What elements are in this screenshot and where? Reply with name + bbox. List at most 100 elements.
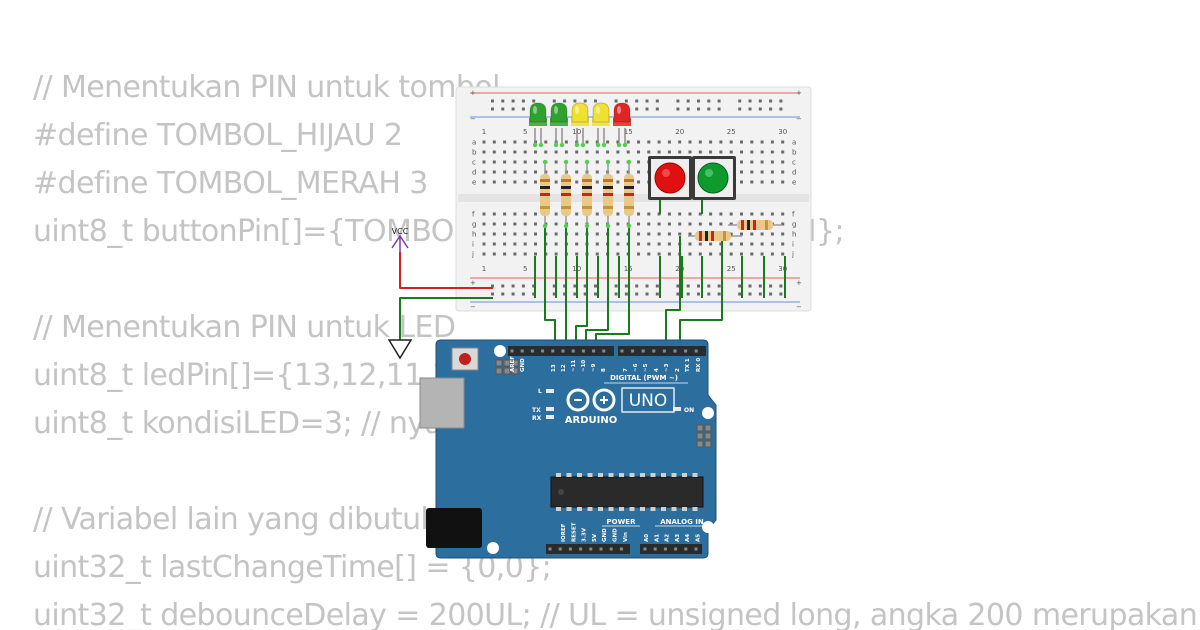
digital-pin-label: ~9 (591, 363, 597, 372)
icsp-header-right (696, 424, 712, 448)
power-pin-label: GND (613, 528, 619, 542)
breadboard-labels: 115510101515202025253030aabbccddeeffgghh… (470, 89, 802, 311)
row-letter: c (472, 159, 476, 167)
l-led-label: L (538, 388, 542, 395)
chip-pins (556, 473, 698, 511)
code-line-12: uint32_t debounceDelay = 200UL; // UL = … (33, 598, 1198, 630)
resistor-horizontal-2 (688, 231, 742, 241)
digital-pin-label: AREF (510, 356, 516, 372)
resistor-vertical (582, 159, 592, 229)
usb-port (419, 377, 465, 429)
rx-led-label: RX (532, 415, 542, 422)
power-pin-label: 3.3V (582, 527, 588, 542)
arduino-logo-icon (566, 388, 616, 412)
rail-plus-sign: + (796, 89, 802, 97)
digital-pin-label: ~11 (571, 360, 577, 372)
led-green (550, 102, 568, 148)
resistors (540, 159, 634, 229)
icsp-header-top (495, 359, 519, 375)
vcc-symbol: VCC (391, 227, 409, 252)
uno-model-text: UNO (629, 391, 668, 411)
row-letter: j (791, 251, 794, 259)
row-letter: b (472, 149, 477, 157)
row-letter: g (472, 221, 476, 229)
row-letter: j (471, 251, 474, 259)
resistor-horizontal-1 (728, 220, 782, 230)
row-letter: d (472, 169, 476, 177)
power-pin-label: IOREF (561, 523, 567, 542)
digital-pin-label: TX 1 (685, 358, 691, 372)
rail-plus-sign: + (470, 279, 476, 287)
digital-pin-label: 2 (675, 368, 681, 372)
code-line-2: #define TOMBOL_HIJAU 2 (33, 118, 403, 153)
column-number-bottom: 1 (482, 265, 486, 273)
resistor-vertical (603, 159, 613, 229)
atmega-chip (550, 476, 704, 508)
analog-pin-label: A0 (644, 534, 650, 542)
vcc-label: VCC (392, 227, 409, 236)
digital-pin-label: ~3 (664, 363, 670, 372)
digital-pin-label: 4 (654, 368, 660, 372)
power-pin-label: 5V (592, 533, 598, 542)
tx-led-label: TX (532, 407, 541, 414)
column-number-top: 5 (523, 128, 527, 136)
row-letter: b (792, 149, 797, 157)
row-letter: a (472, 139, 476, 147)
column-number-bottom: 5 (523, 265, 527, 273)
row-letter: h (472, 231, 476, 239)
column-number-top: 20 (675, 128, 684, 136)
digital-pin-label: 13 (551, 364, 557, 372)
digital-pin-label: ~6 (633, 363, 639, 372)
uno-badge (621, 387, 675, 413)
digital-header (508, 346, 706, 356)
led-green (529, 102, 547, 148)
row-letter: c (792, 159, 796, 167)
power-pin-label: RESET (571, 522, 577, 542)
row-letter: g (792, 221, 796, 229)
rail-plus-sign: + (796, 279, 802, 287)
row-letter: h (792, 231, 796, 239)
power-pin-label: Vin (623, 532, 629, 542)
row-letter: i (792, 241, 794, 249)
rail-minus-sign: − (796, 115, 802, 123)
rail-plus-sign: + (470, 89, 476, 97)
column-number-top: 30 (778, 128, 787, 136)
push-button-red[interactable] (648, 156, 692, 200)
ground-symbol (387, 339, 413, 360)
digital-pin-label: 12 (561, 364, 567, 372)
code-line-3: #define TOMBOL_MERAH 3 (33, 166, 428, 201)
power-pin-label: GND (602, 528, 608, 542)
led-yellow (592, 102, 610, 148)
resistor-vertical (540, 159, 550, 229)
rail-minus-sign: − (796, 303, 802, 311)
analog-header (640, 544, 702, 554)
column-number-top: 25 (727, 128, 736, 136)
rail-minus-sign: − (470, 115, 476, 123)
wires (399, 200, 786, 350)
digital-pin-label: GND (520, 358, 526, 372)
analog-pin-label: A4 (685, 534, 691, 542)
push-button-green[interactable] (692, 156, 736, 200)
rail-minus-sign: − (470, 303, 476, 311)
code-line-6: // Menentukan PIN untuk LED (33, 310, 456, 345)
leds (529, 102, 631, 148)
power-header (546, 544, 630, 554)
dc-jack (426, 508, 482, 548)
row-letter: i (472, 241, 474, 249)
resistor-vertical (624, 159, 634, 229)
column-number-top: 1 (482, 128, 486, 136)
digital-pin-label: ~10 (581, 360, 587, 372)
power-pin-labels: IOREF RESET 3.3V 5V GND GND Vin (561, 522, 629, 542)
arduino-brand-text: ARDUINO (565, 415, 617, 426)
row-letter: e (472, 179, 476, 187)
power-label: POWER (607, 518, 637, 526)
resistor-vertical (561, 159, 571, 229)
analog-pin-label: A5 (696, 534, 702, 542)
reset-button-cap[interactable] (459, 353, 471, 365)
digital-pin-label: 8 (601, 368, 607, 372)
row-letter: f (792, 211, 795, 219)
